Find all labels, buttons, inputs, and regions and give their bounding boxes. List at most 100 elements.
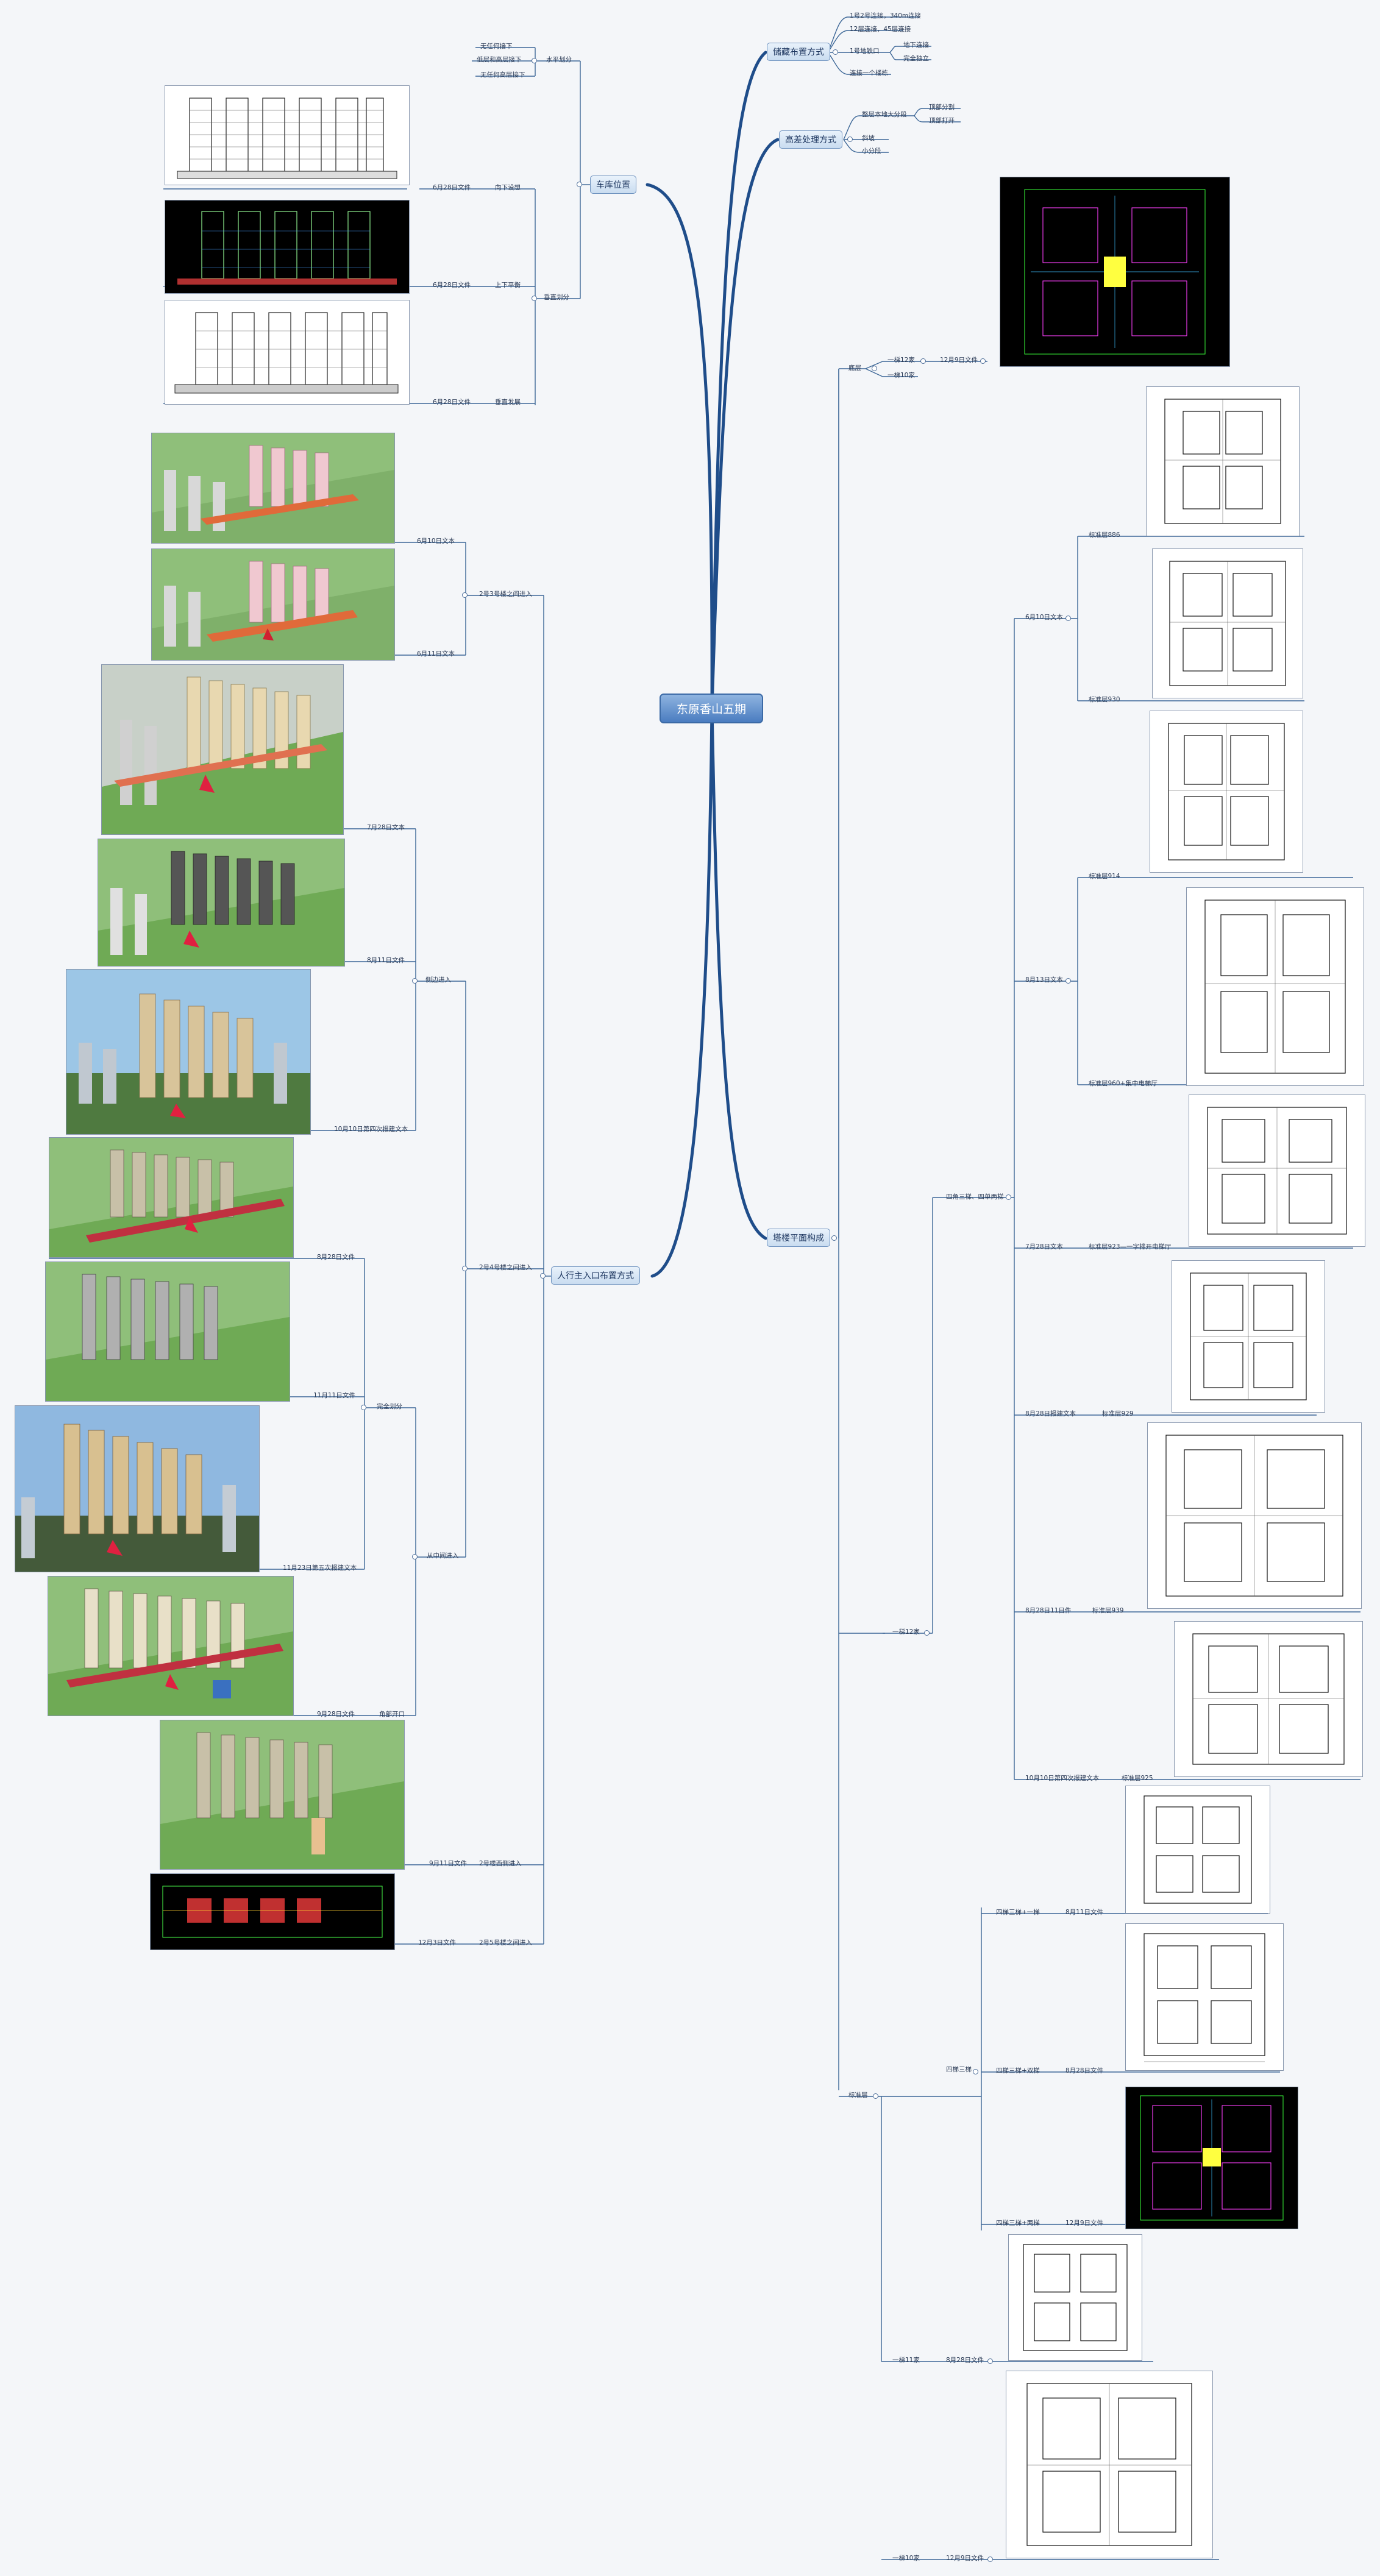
ped-a-file-2: 6月11日文本 [417,650,455,658]
type-1: 四梯三梯+一梯 [996,1909,1040,1916]
expand-circle[interactable] [987,2358,993,2364]
expand-circle[interactable] [462,592,468,598]
expand-circle[interactable] [532,58,537,63]
expand-circle[interactable] [361,1405,366,1410]
rendering-image-7 [48,1576,294,1716]
plan-960: 标准层960+集中电梯厅 [1089,1080,1158,1087]
expand-circle[interactable] [831,1235,837,1241]
expand-circle[interactable] [532,296,537,301]
rendering-photo-2 [15,1405,260,1572]
plan-923: 标准层923—一字排开电梯厅 [1089,1243,1172,1251]
ground-a: 一梯12家 [887,357,915,364]
floor-plan-level-10 [1006,2371,1213,2558]
garage-section-image-2 [165,200,410,294]
topic-tower-plan[interactable]: 塔楼平面构成 [767,1229,830,1247]
warehouse-item-6: 连接一个楼栋 [850,69,888,77]
type-2: 四梯三梯+双梯 [996,2067,1040,2074]
rendering-image-1 [151,433,395,544]
site-plan-image [150,1873,395,1950]
floor-plan-930 [1152,548,1303,698]
garage-level-2: 低层和高层接下 [477,56,522,63]
warehouse-item-3: 1号地铁口 [850,48,880,55]
elevation-item-4: 斜坡 [862,135,875,142]
expand-circle[interactable] [412,1554,418,1559]
ped-west: 2号楼西侧进入 [479,1860,522,1867]
garage-section-image-3 [165,300,410,405]
garage-vert-1: 向下设想 [495,184,521,191]
floor-plan-929 [1172,1260,1325,1413]
rendering-image-8 [160,1720,405,1870]
expand-circle[interactable] [987,2556,993,2562]
expand-circle[interactable] [577,182,582,187]
garage-level-1: 无任何接下 [480,43,513,50]
topic-warehouse[interactable]: 储藏布置方式 [767,43,830,61]
ped-bottom-file: 12月3日文件 [418,1939,457,1946]
floor-plan-923 [1189,1095,1365,1247]
expand-circle[interactable] [540,1273,546,1279]
expand-circle[interactable] [847,137,853,142]
ped-side-file-1: 7月28日文本 [367,824,405,831]
plan-929: 标准层929 [1102,1410,1134,1418]
level-12: 一梯12家 [892,1628,920,1636]
garage-file-3: 6月28日文件 [433,399,471,406]
floor-plan-939 [1147,1422,1362,1609]
elevation-item-2: 顶部分割 [929,104,955,111]
topic-pedestrian[interactable]: 人行主入口布置方式 [551,1266,640,1285]
expand-circle[interactable] [1065,616,1071,621]
expand-circle[interactable] [1065,978,1071,984]
garage-vert-3: 垂直发展 [495,399,521,406]
expand-circle[interactable] [462,1266,468,1271]
warehouse-item-1: 1号2号连接，340m连接 [850,12,922,20]
floor-plan-886 [1146,386,1300,536]
expand-circle[interactable] [920,358,926,364]
plan-aug28: 8月28日报建文本 [1025,1410,1076,1418]
garage-level: 水平划分 [546,56,572,63]
garage-section-image-1 [165,85,410,185]
type-3: 四梯三梯+两梯 [996,2219,1040,2227]
expand-circle[interactable] [872,366,877,371]
central-topic[interactable]: 东原香山五期 [660,694,764,723]
ped-middle-file-2: 角部开口 [379,1711,405,1718]
floor-plan-960 [1186,887,1364,1086]
four-units: 四梯三梯 [946,2066,972,2073]
elevation-item-3: 顶部打开 [929,117,955,124]
rendering-image-2 [151,548,395,661]
rendering-image-3 [101,664,344,835]
expand-circle[interactable] [1006,1194,1011,1200]
floor-plan-cad-1 [1000,177,1230,367]
ground-b: 一梯10家 [887,372,915,379]
expand-circle[interactable] [412,978,418,984]
warehouse-item-4: 地下连接 [903,41,929,49]
topic-garage[interactable]: 车库位置 [590,176,636,194]
expand-circle[interactable] [924,1630,930,1636]
level-10-file: 12月9日文件 [946,2555,984,2562]
expand-circle[interactable] [980,358,986,364]
type-3-file: 12月9日文件 [1065,2219,1104,2227]
level-11: 一梯11家 [892,2357,920,2364]
plan-930: 标准层930 [1089,696,1120,703]
plan-886: 标准层886 [1089,531,1120,539]
expand-circle[interactable] [873,2093,878,2099]
plan-925: 标准层925 [1122,1775,1153,1782]
ped-complete: 完全划分 [377,1403,402,1410]
floor-plan-914 [1150,711,1303,873]
typical-floor: 标准层 [848,2092,868,2099]
garage-vert-2: 上下平衡 [495,282,521,289]
floor-plan-type-1 [1125,1786,1270,1914]
rendering-photo-1 [66,969,311,1135]
level-11-file: 8月28日文件 [946,2357,984,2364]
garage-vertical: 垂直划分 [544,294,569,301]
ped-bottom: 2号5号楼之间进入 [479,1939,532,1946]
ped-middle-file-1: 9月28日文件 [317,1711,355,1718]
plan-corner: 四角三梯、四单两梯 [946,1193,1004,1201]
plan-aug28b: 8月28日11日件 [1025,1607,1072,1614]
topic-elevation[interactable]: 高差处理方式 [779,130,842,149]
ped-a-file-1: 6月10日文本 [417,538,455,545]
expand-circle[interactable] [973,2069,978,2074]
plan-june: 6月10日文本 [1025,614,1064,621]
floor-plan-type-2 [1125,1923,1284,2071]
expand-circle[interactable] [833,49,838,55]
ped-side-file-3: 10月10日第四次报建文本 [334,1126,408,1133]
ped-sub-a: 2号3号楼之间进入 [479,591,532,598]
